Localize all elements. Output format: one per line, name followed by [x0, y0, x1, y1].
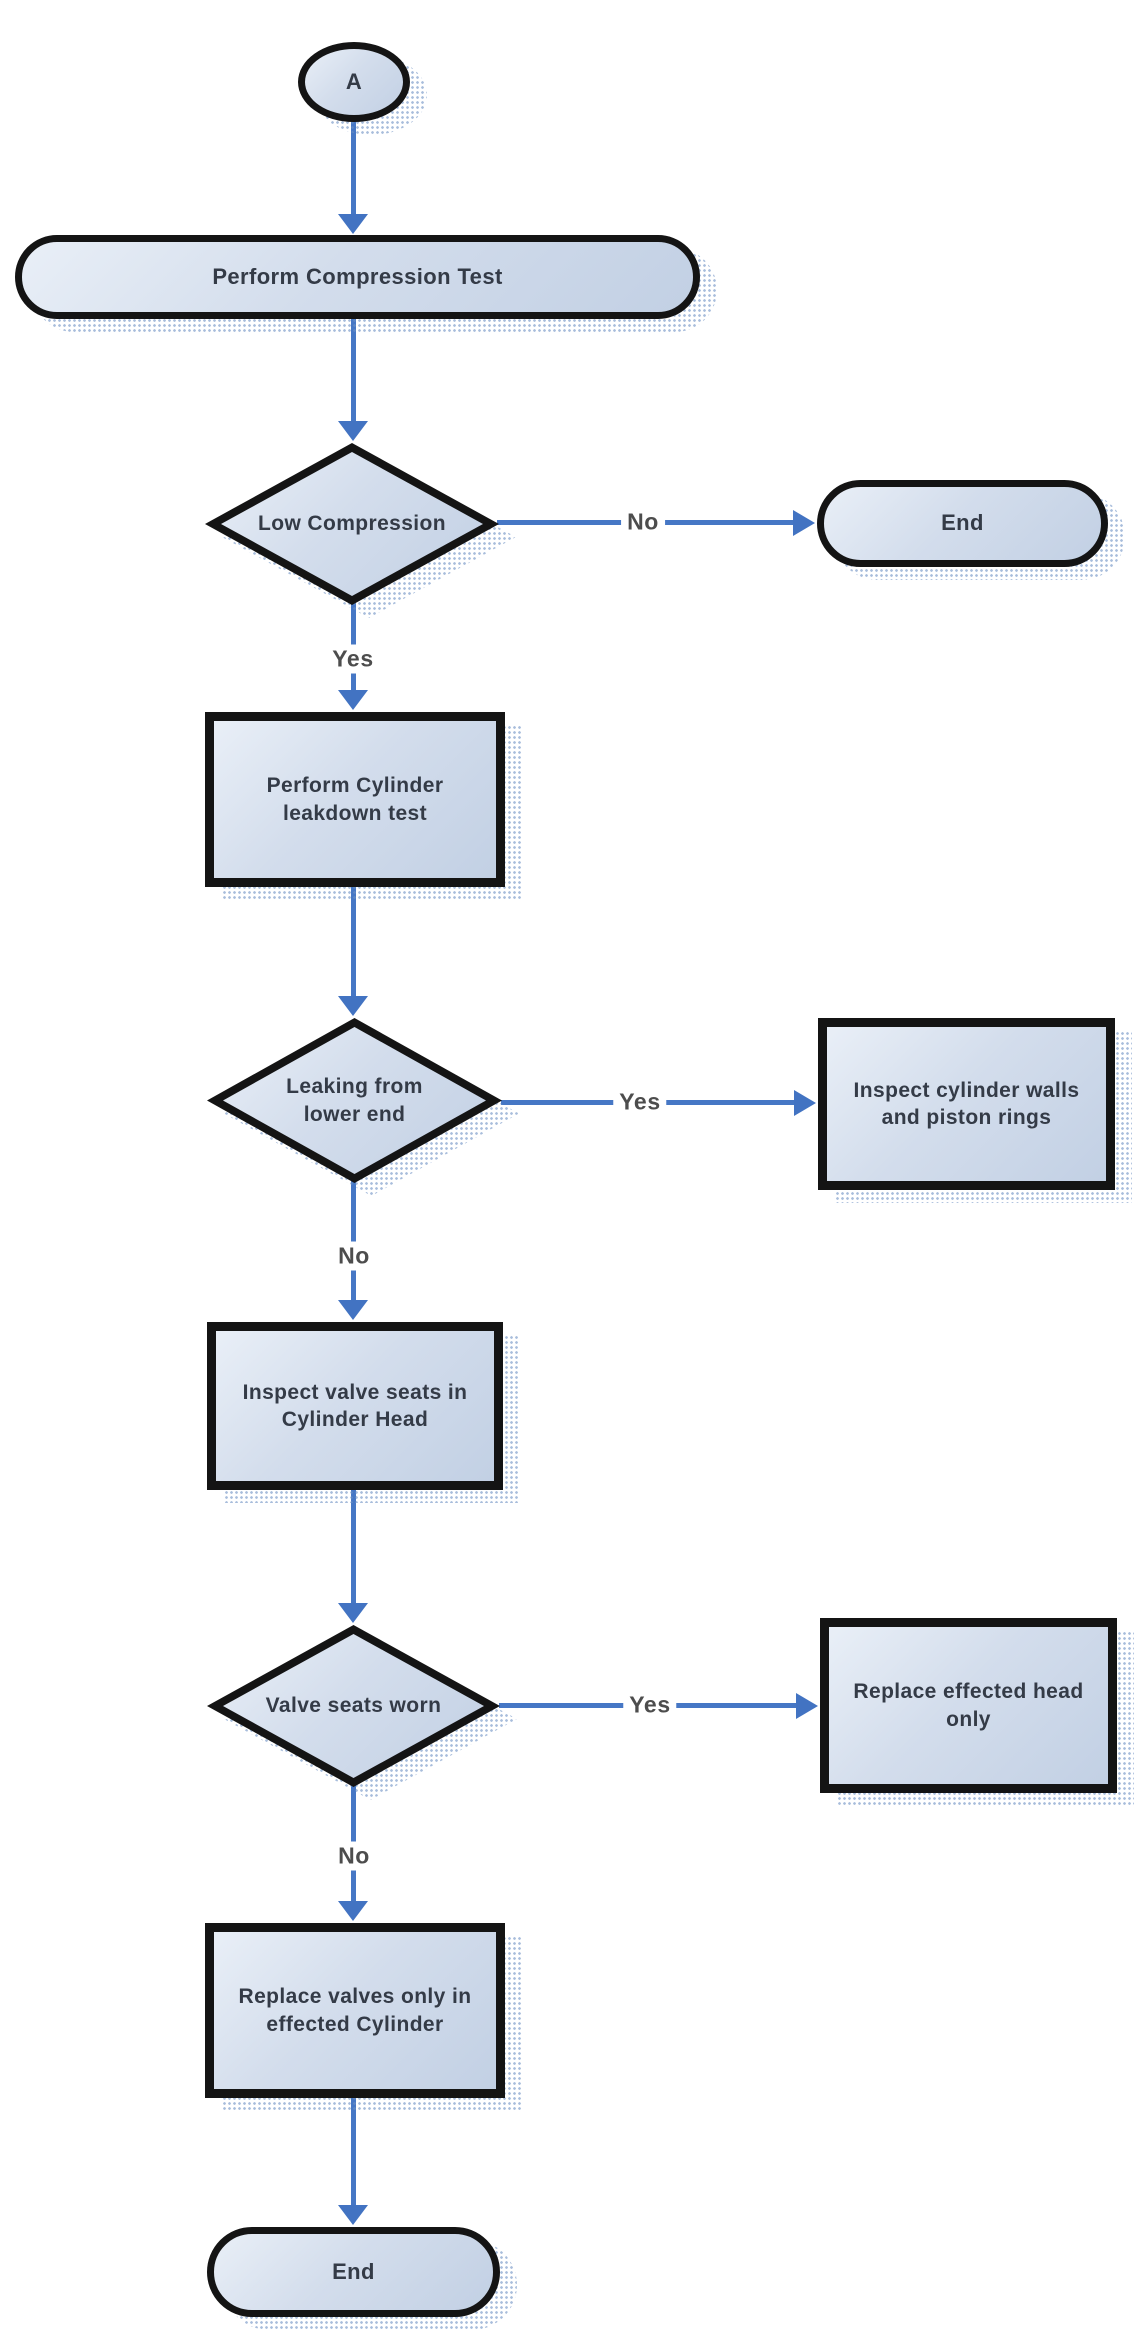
edge-label-no: No	[621, 507, 665, 537]
leaking-from-lower-end-label: Leaking from lower end	[286, 1075, 423, 1126]
low-compression-label: Low Compression	[257, 512, 447, 536]
arrowhead-down-icon	[338, 421, 368, 441]
arrow-a-to-compression-test	[351, 121, 356, 217]
perform-compression-test-label: Perform Compression Test	[15, 235, 700, 319]
node-connector-a: A	[298, 42, 427, 135]
node-replace-valves: Replace valves only in effected Cylinder	[205, 1923, 522, 2111]
inspect-cylinder-walls-label: Inspect cylinder walls and piston rings	[818, 1018, 1115, 1190]
arrowhead-down-icon	[338, 214, 368, 234]
valve-seats-worn-label: Valve seats worn	[265, 1694, 442, 1718]
edge-label-no: No	[332, 1241, 376, 1271]
node-leaking-from-lower-end: Leaking from lower end	[207, 1018, 519, 1196]
end-bottom-label: End	[207, 2227, 500, 2317]
connector-a-label: A	[298, 42, 410, 122]
node-perform-compression-test: Perform Compression Test	[15, 235, 717, 332]
replace-effected-head-label: Replace effected head only	[820, 1618, 1117, 1793]
arrowhead-down-icon	[338, 2205, 368, 2225]
arrow-valve-seats-to-decision	[351, 1488, 356, 1605]
arrowhead-down-icon	[338, 1901, 368, 1921]
edge-label-no: No	[332, 1841, 376, 1871]
node-end-bottom: End	[207, 2227, 517, 2330]
end-top-label: End	[817, 480, 1108, 567]
replace-valves-label: Replace valves only in effected Cylinder	[205, 1923, 505, 2098]
node-low-compression: Low Compression	[205, 443, 516, 618]
node-perform-cylinder-leakdown-test: Perform Cylinder leakdown test	[205, 712, 522, 900]
inspect-valve-seats-label: Inspect valve seats in Cylinder Head	[207, 1322, 503, 1490]
node-end-top: End	[817, 480, 1125, 580]
arrowhead-down-icon	[338, 1603, 368, 1623]
arrow-leakdown-to-leaking	[351, 885, 356, 998]
arrowhead-right-icon	[796, 1693, 818, 1719]
arrowhead-right-icon	[793, 510, 815, 536]
edge-label-yes: Yes	[623, 1690, 677, 1720]
arrowhead-right-icon	[794, 1090, 816, 1116]
arrowhead-down-icon	[338, 996, 368, 1016]
edge-label-yes: Yes	[613, 1087, 667, 1117]
arrow-replace-valves-to-end	[351, 2096, 356, 2207]
arrow-compression-to-low-compression	[351, 317, 356, 423]
node-inspect-cylinder-walls: Inspect cylinder walls and piston rings	[818, 1018, 1132, 1203]
edge-label-yes: Yes	[326, 644, 380, 674]
node-valve-seats-worn: Valve seats worn	[207, 1625, 517, 1800]
arrowhead-down-icon	[338, 1300, 368, 1320]
node-replace-effected-head: Replace effected head only	[820, 1618, 1134, 1806]
perform-cylinder-leakdown-test-label: Perform Cylinder leakdown test	[205, 712, 505, 887]
arrowhead-down-icon	[338, 690, 368, 710]
node-inspect-valve-seats: Inspect valve seats in Cylinder Head	[207, 1322, 520, 1503]
